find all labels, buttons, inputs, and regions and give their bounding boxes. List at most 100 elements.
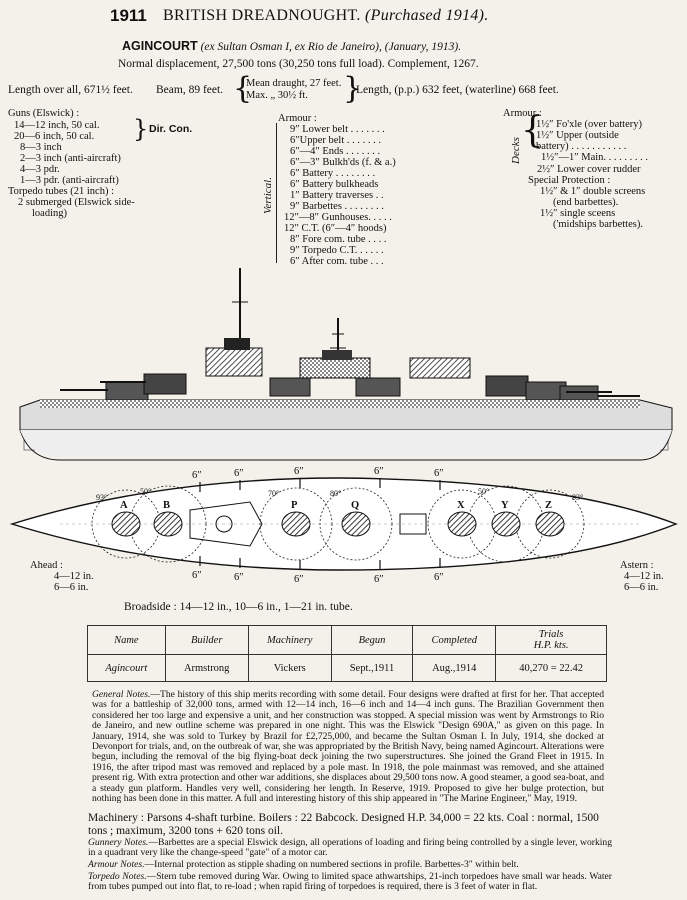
astern-line-2: 6—6 in. [624, 582, 659, 593]
draught-mean: Mean draught, 27 feet. [246, 78, 342, 89]
col-begun: Begun [330, 625, 414, 655]
armour-right-3: battery) . . . . . . . . . . . [536, 141, 627, 152]
turret-label-a: A [120, 500, 128, 511]
armour-item-6: 6″ Battery bulkheads [290, 179, 379, 190]
cell-begun: Sept.,1911 [330, 654, 414, 682]
torpedo-line-1: 2 submerged (Elswick side- [18, 197, 135, 208]
draught-brace-close: } [343, 71, 363, 106]
broadside: Broadside : 14—12 in., 10—6 in., 1—21 in… [124, 601, 353, 613]
cell-machinery: Vickers [247, 654, 332, 682]
col-completed: Completed [412, 625, 497, 655]
ahead-title: Ahead : [30, 560, 63, 571]
armour-item-5: 6″ Battery . . . . . . . . [290, 168, 376, 179]
turret-label-b: B [163, 500, 171, 511]
armour-item-3: 6″—4″ Ends . . . . . . . [290, 146, 381, 157]
armour-right-5: 2½″ Lower cover rudder [537, 164, 641, 175]
vertical-label: Vertical. [262, 177, 274, 214]
armour-right-1: 1½″ Fo'xle (over battery) [536, 119, 642, 130]
angle-label-1: 93° [96, 493, 108, 502]
title-subtitle: (Purchased 1914). [365, 7, 489, 24]
angle-label-4: 80° [330, 489, 342, 498]
angle-label-6: 93° [572, 493, 584, 502]
torpedo-line-2: loading) [32, 208, 67, 219]
general-notes-text: —The history of this ship merits recordi… [92, 689, 604, 805]
dir-con-label: Dir. Con. [149, 123, 193, 135]
table-row: Agincourt Armstrong Vickers Sept.,1911 A… [87, 654, 607, 682]
ship-name: AGINCOURT [122, 39, 198, 53]
trials-header-row: Name Builder Machinery Begun Completed T… [87, 625, 607, 655]
ship-profile-drawing: 1234T56789101112131415161718192021222324… [19, 268, 673, 461]
angle-label-2: 50° [140, 487, 152, 496]
armour-item-1: 9″ Lower belt . . . . . . . [290, 124, 385, 135]
armour-right-heading: Armour : [503, 108, 542, 119]
title-text: BRITISH DREADNOUGHT. [163, 7, 361, 24]
col-machinery: Machinery [247, 625, 332, 655]
gun-6in-label-5: 6″ [434, 468, 444, 479]
ship-plan-drawing [9, 477, 678, 571]
gunnery-notes: Gunnery Notes.—Barbettes are a special E… [88, 837, 612, 859]
draught-max: Max. „ 30½ ft. [246, 90, 308, 101]
armour-heading: Armour : [278, 113, 317, 124]
turret-label-y: Y [501, 500, 509, 511]
armour-right-9: 1½″ single sceens [540, 208, 616, 219]
armour-item-8: 9″ Barbettes . . . . . . . . [290, 201, 384, 212]
gun-6in-label-10: 6″ [434, 572, 444, 583]
length-overall: Length over all, 671½ feet. [8, 84, 133, 96]
ahead-line-2: 6—6 in. [54, 582, 89, 593]
armour-right-8: (end barbettes). [553, 197, 619, 208]
turret-label-x: X [457, 500, 465, 511]
ahead-line-1: 4—12 in. [54, 571, 94, 582]
general-notes-label: General Notes. [92, 689, 151, 700]
armour-item-7: 1″ Battery traverses . . [290, 190, 384, 201]
turret-label-q: Q [351, 500, 360, 511]
guns-heading: Guns (Elswick) : [8, 108, 80, 119]
gun-6in-label-7: 6″ [234, 572, 244, 583]
gun-6in-label-2: 6″ [234, 468, 244, 479]
angle-label-5: 50° [478, 487, 490, 496]
astern-title: Astern : [620, 560, 654, 571]
armour-item-2: 6″Upper belt . . . . . . . [290, 135, 381, 146]
armour-item-12: 9″ Torpedo C.T. . . . . . [290, 245, 384, 256]
trials-table: Name Builder Machinery Begun Completed T… [87, 625, 607, 682]
dir-con-brace: } [133, 115, 149, 143]
cell-completed: Aug.,1914 [412, 654, 497, 682]
gun-6in-label-9: 6″ [374, 574, 384, 585]
col-trials-units: H.P. kts. [533, 640, 569, 651]
col-name: Name [87, 625, 166, 655]
armour-item-9: 12″—8″ Gunhouses. . . . . [284, 212, 392, 223]
armour-notes: Armour Notes.—Internal protection as sti… [88, 859, 612, 870]
draught-brace: { [233, 71, 253, 106]
gun-6in-label-1: 6″ [192, 470, 202, 481]
ship-name-line: AGINCOURT (ex Sultan Osman I, ex Rio de … [122, 40, 461, 54]
turret-label-p: P [291, 500, 298, 511]
torpedo-heading: Torpedo tubes (21 inch) : [8, 186, 114, 197]
gun-6in-label-6: 6″ [192, 570, 202, 581]
armour-right-10: ('midships barbettes). [553, 219, 643, 230]
gun-item-4: 2—3 inch (anti-aircraft) [20, 153, 121, 164]
decks-brace: { [521, 110, 544, 151]
torpedo-notes-text: —Stern tube removed during War. Owing to… [88, 871, 612, 893]
angle-label-3: 70° [268, 489, 280, 498]
general-notes: General Notes.—The history of this ship … [92, 689, 604, 805]
page-title: BRITISH DREADNOUGHT. (Purchased 1914). [163, 7, 489, 25]
gunnery-notes-label: Gunnery Notes. [88, 837, 149, 848]
gun-item-5: 4—3 pdr. [20, 164, 60, 175]
cell-trials: 40,270 = 22.42 [495, 654, 607, 682]
armour-right-4: 1½″—1″ Main. . . . . . . . . [541, 152, 649, 163]
armour-item-13: 6″ After com. tube . . . [290, 256, 384, 267]
beam: Beam, 89 feet. [156, 84, 224, 96]
armour-item-11: 8″ Fore com. tube . . . . [290, 234, 387, 245]
col-trials: Trials H.P. kts. [495, 625, 607, 655]
gunnery-notes-text: —Barbettes are a special Elswick design,… [88, 837, 612, 859]
armour-notes-label: Armour Notes. [88, 859, 145, 870]
col-trials-label: Trials [538, 629, 564, 640]
machinery-line: Machinery : Parsons 4-shaft turbine. Boi… [88, 812, 599, 837]
torpedo-notes: Torpedo Notes.—Stern tube removed during… [88, 871, 612, 893]
cell-name: Agincourt [87, 654, 166, 682]
armour-item-10: 12″ C.T. (6″—4″ hoods) [284, 223, 387, 234]
armour-right-6: Special Protection : [528, 175, 611, 186]
ship-aliases: (ex Sultan Osman I, ex Rio de Janeiro), … [200, 41, 462, 53]
year: 1911 [110, 6, 147, 25]
gun-item-3: 8—3 inch [20, 142, 62, 153]
gun-6in-label-8: 6″ [294, 574, 304, 585]
